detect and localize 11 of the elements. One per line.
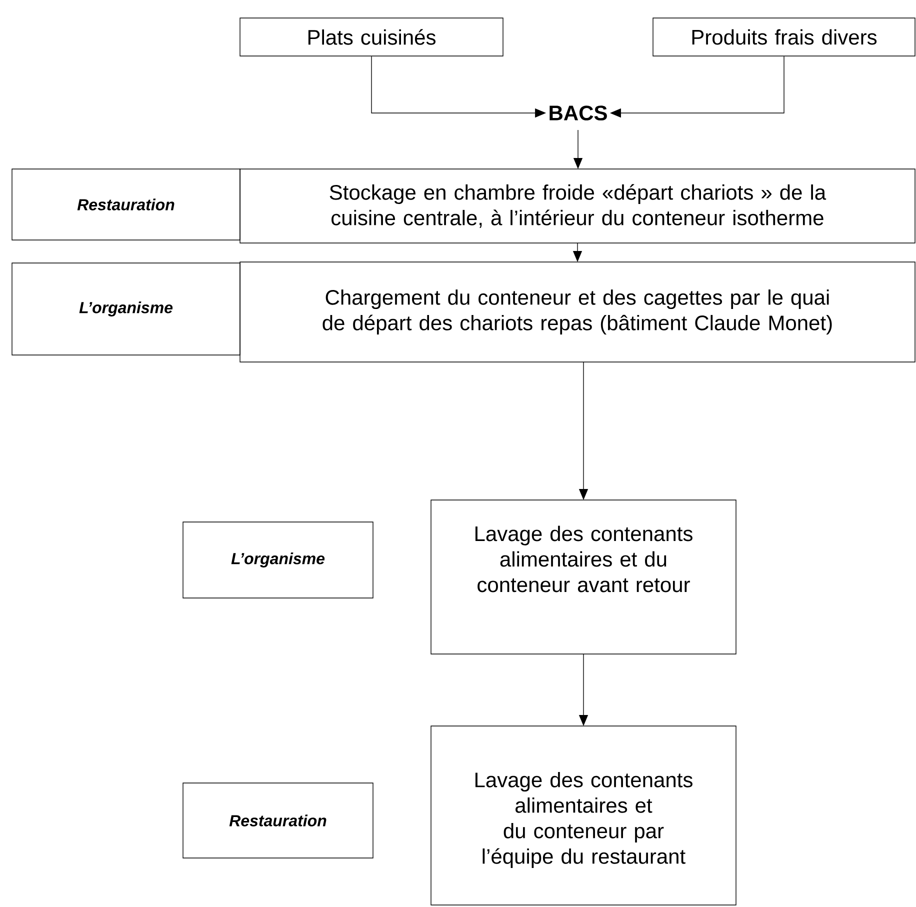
process-box: Stockage en chambre froide «départ chariots » de la cuisine centrale, à l’intérieur du conteneur isotherme xyxy=(240,168,916,244)
process-box: Lavage des contenants alimentaires et du conteneur par l’équipe du restaurant xyxy=(430,726,736,906)
actor-box: L’organisme xyxy=(182,522,374,598)
process-box: Lavage des contenants alimentaires et du conteneur avant retour xyxy=(430,500,736,654)
process-box: Plats cuisinés xyxy=(240,18,504,56)
process-box: Chargement du conteneur et des cagettes par le quai de départ des chariots repas (bâtiment Claude Monet) xyxy=(240,262,916,362)
actor-box: Restauration xyxy=(12,168,240,240)
actor-box: L’organisme xyxy=(12,262,240,356)
actor-box: Restauration xyxy=(182,782,374,858)
process-box: Produits frais divers xyxy=(652,18,916,56)
process-label: BACS xyxy=(550,106,607,120)
